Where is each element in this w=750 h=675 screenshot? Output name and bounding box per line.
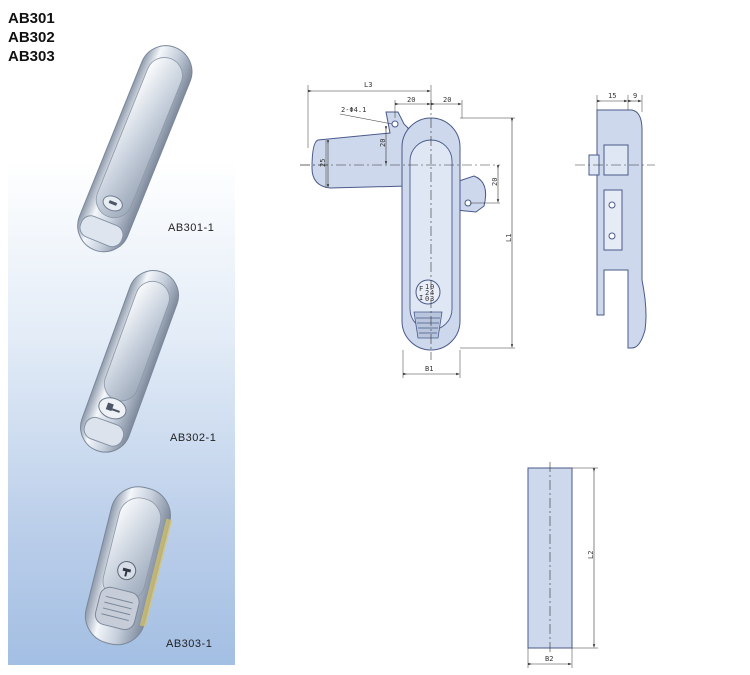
dim-l1: L1 bbox=[505, 234, 513, 242]
handle-photos bbox=[77, 45, 193, 646]
product-photo-panel: AB301 AB302 AB303 bbox=[0, 0, 235, 675]
dim-depth-15: 15 bbox=[608, 92, 616, 100]
model-title-ab302: AB302 bbox=[8, 29, 55, 46]
model-title-ab303: AB303 bbox=[8, 48, 55, 65]
key-mark-f: F bbox=[419, 285, 423, 293]
dim-height-20-right: 20 bbox=[491, 178, 499, 186]
front-lock-cylinder bbox=[415, 279, 441, 305]
front-view: F I 1 2 0 0 4 3 bbox=[300, 81, 515, 378]
handle-image-ab301 bbox=[77, 45, 193, 253]
dim-width-20-left: 20 bbox=[407, 96, 415, 104]
dim-b2: B2 bbox=[545, 655, 553, 663]
key-mark-2: 2 bbox=[425, 289, 429, 297]
dim-depth-9: 9 bbox=[633, 92, 637, 100]
key-mark-1: 1 bbox=[425, 283, 429, 291]
variant-label-ab303-1: AB303-1 bbox=[166, 638, 213, 650]
front-lever-arm bbox=[311, 111, 409, 189]
key-mark-3: 3 bbox=[430, 295, 434, 303]
key-mark-i: I bbox=[419, 294, 423, 302]
handle-image-ab303 bbox=[84, 486, 173, 646]
dim-b1: B1 bbox=[425, 365, 433, 373]
model-title-ab301: AB301 bbox=[8, 10, 55, 27]
dim-l2: L2 bbox=[587, 551, 595, 559]
key-mark-0a: 0 bbox=[425, 295, 429, 303]
dim-width-20-right: 20 bbox=[443, 96, 451, 104]
handle-image-ab302 bbox=[80, 270, 179, 453]
key-mark-4: 4 bbox=[430, 289, 434, 297]
key-mark-0b: 0 bbox=[430, 283, 434, 291]
variant-label-ab302-1: AB302-1 bbox=[170, 432, 217, 444]
model-titles: AB301 AB302 AB303 bbox=[8, 9, 55, 66]
section-view: L2 B2 bbox=[527, 462, 598, 668]
dim-height-20-mid: 20 bbox=[379, 139, 387, 147]
dim-height-25: 25 bbox=[319, 159, 327, 167]
variant-label-ab301-1: AB301-1 bbox=[168, 222, 215, 234]
dim-l3: L3 bbox=[364, 81, 372, 89]
side-view: 15 9 bbox=[575, 92, 655, 349]
dim-hole-spec: 2-Φ4.1 bbox=[341, 106, 366, 114]
front-push-plate bbox=[413, 311, 443, 339]
